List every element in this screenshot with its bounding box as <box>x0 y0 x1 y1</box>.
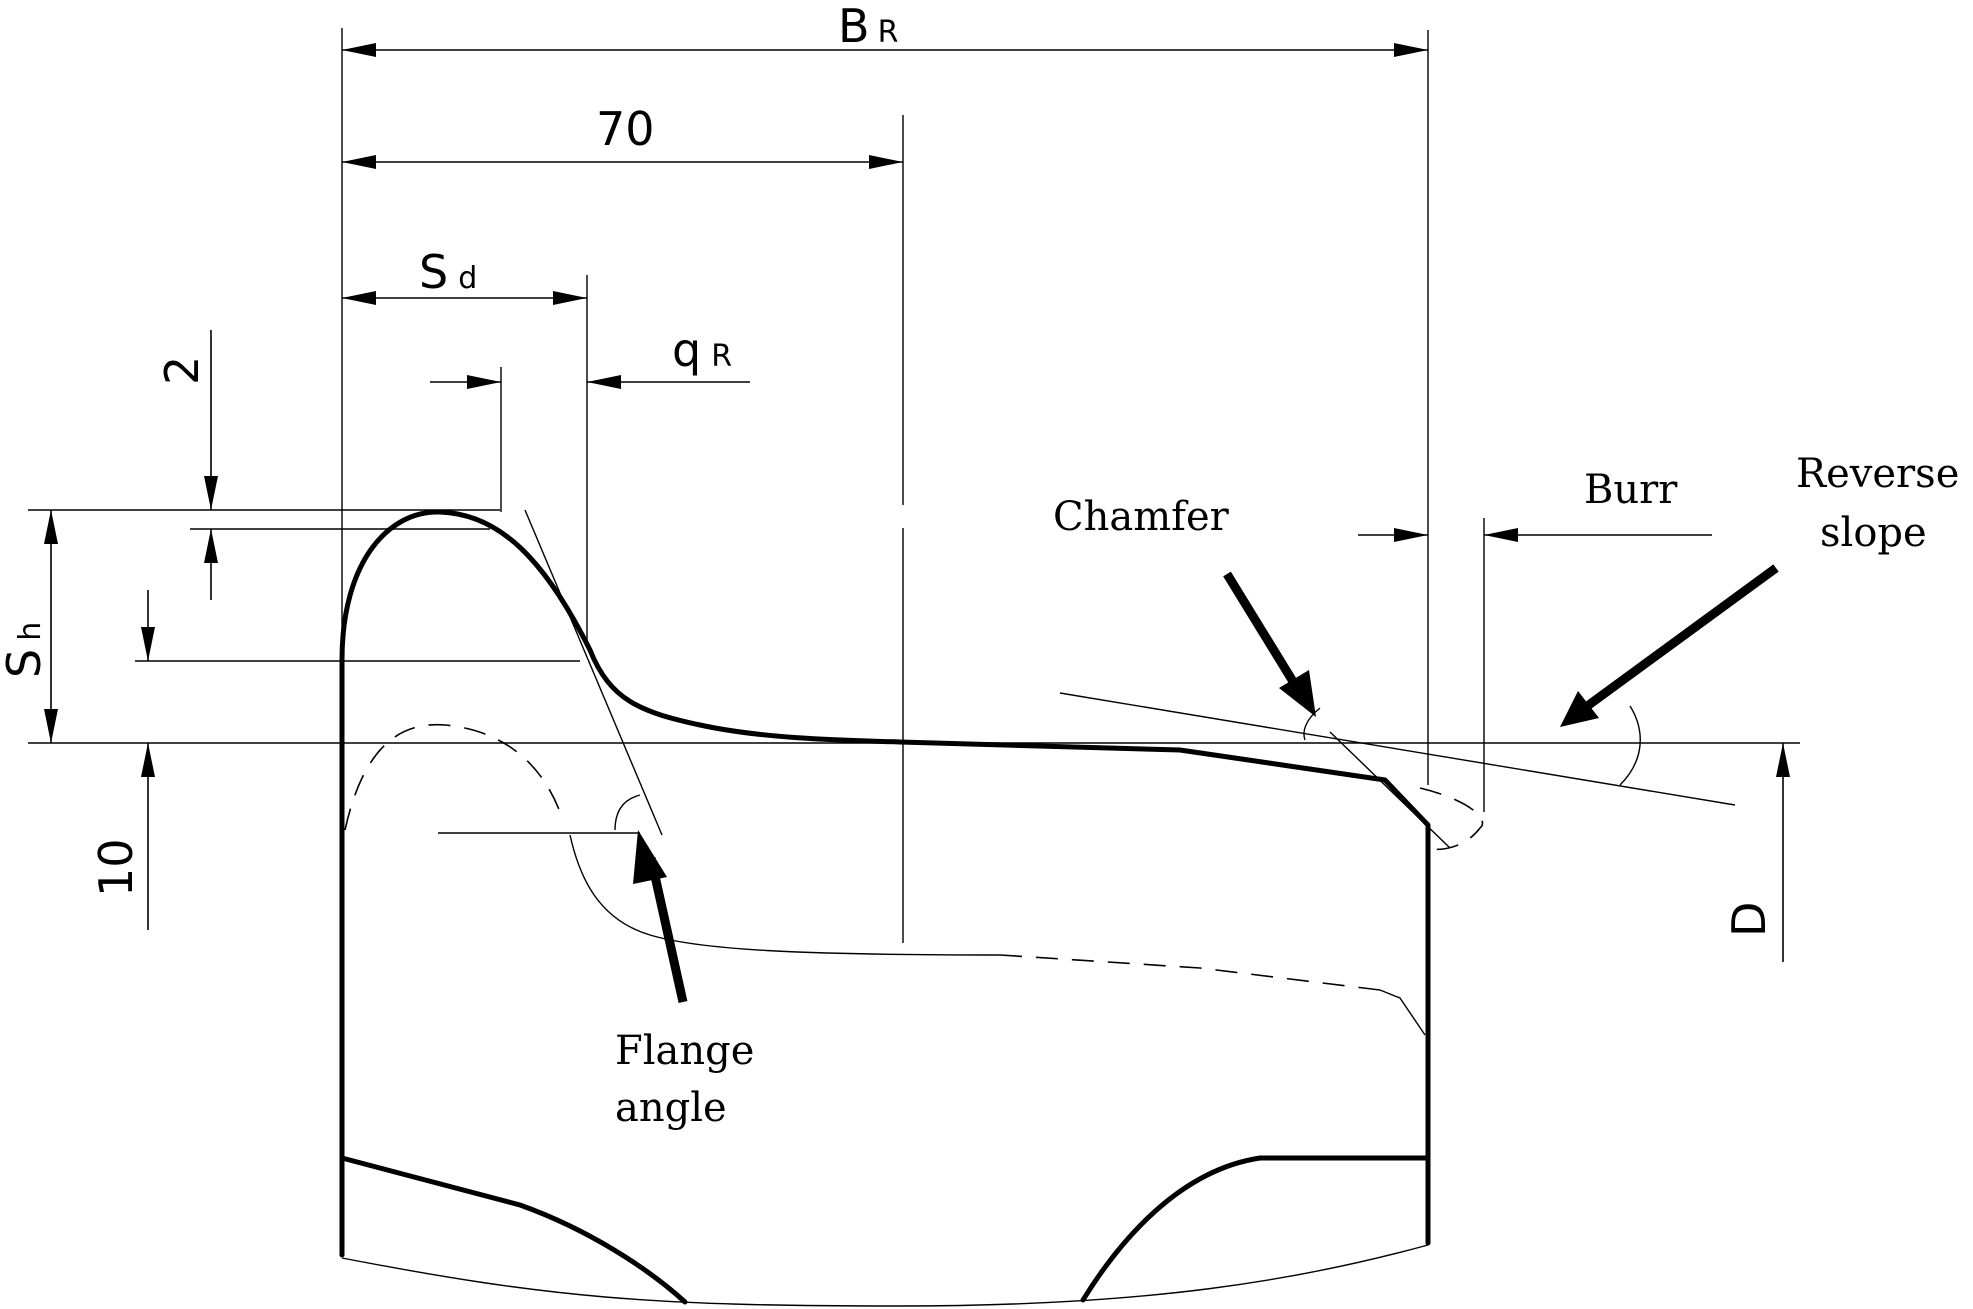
flange-angle-tangent-line <box>524 509 663 836</box>
wheel-profile <box>339 509 1431 1307</box>
reference-lines <box>28 28 1800 943</box>
reverse-slope-line <box>1059 692 1736 806</box>
worn-profile-dashed-tread <box>999 954 1381 991</box>
burr-dashed-loop <box>1419 787 1484 851</box>
chamfer-callout-arrow-shaft <box>1223 571 1301 691</box>
wheel-bottom-right-curve <box>1080 1155 1431 1303</box>
sh-label: Sh <box>0 622 51 678</box>
flange-angle-label-line2: angle <box>615 1085 727 1131</box>
flange-angle-label-line1: Flange <box>615 1028 754 1074</box>
two-label: 2 <box>155 356 209 385</box>
reverse-slope-angle-arc <box>1619 705 1641 786</box>
reverse-slope-label-line2: slope <box>1820 510 1927 556</box>
dimension-lines <box>44 42 1790 962</box>
wheel-bottom-arc <box>341 1244 1429 1307</box>
reverse-slope-callout-arrowhead <box>1560 691 1599 727</box>
worn-profile-flange-throat <box>569 834 1001 956</box>
flange-angle-callout-arrowhead <box>633 830 667 884</box>
worn-profile-dashed-flange <box>344 723 561 831</box>
chamfer-line <box>1329 731 1451 849</box>
flange-angle-callout-arrow-shaft <box>646 857 688 1003</box>
wheel-outer-outline <box>339 509 1431 1258</box>
callout-arrows <box>633 564 1779 1003</box>
chamfer-label: Chamfer <box>1053 494 1230 540</box>
reverse-slope-label-line1: Reverse <box>1796 451 1959 497</box>
burr-label: Burr <box>1584 467 1678 513</box>
reverse-slope-callout-arrow-shaft <box>1583 564 1779 711</box>
chamfer-callout-arrowhead <box>1279 670 1316 717</box>
worn-profile-chamfer-end <box>1379 989 1426 1036</box>
chamfer-angle-arc <box>1303 707 1321 741</box>
wheel-bottom-left-curve <box>339 1155 688 1305</box>
seventy-label: 70 <box>596 102 655 156</box>
flange-angle-arc <box>614 794 641 831</box>
d-label: D <box>1722 902 1776 937</box>
ten-label: 10 <box>89 838 143 897</box>
